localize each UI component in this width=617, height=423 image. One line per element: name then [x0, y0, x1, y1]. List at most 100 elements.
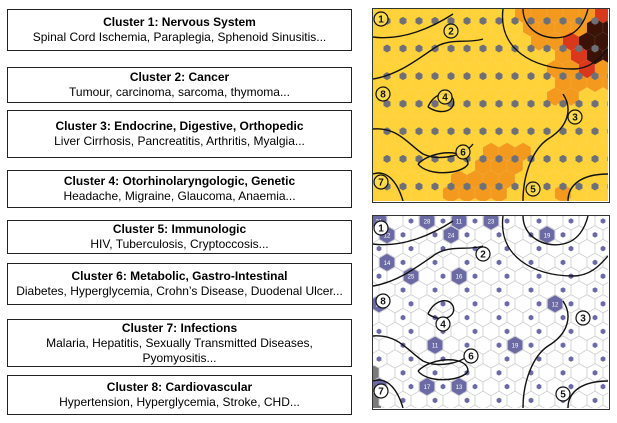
som-node — [543, 127, 551, 136]
hit-marker — [528, 314, 534, 321]
hit-marker — [408, 301, 414, 307]
cluster-terms: Malaria, Hepatitis, Sexually Transmitted… — [46, 335, 313, 365]
hit-marker — [472, 273, 478, 279]
hit-large-cell — [427, 336, 443, 354]
hit-marker — [600, 356, 606, 362]
cluster-title: Cluster 7: Infections — [121, 320, 238, 335]
hit-large-cell — [403, 267, 419, 285]
cluster-boundary — [373, 335, 474, 366]
cluster-number: 7 — [378, 387, 384, 398]
hit-marker — [464, 259, 470, 266]
cluster-number: 6 — [460, 148, 466, 159]
cluster-boundary — [501, 9, 608, 70]
som-node — [495, 72, 503, 81]
som-node — [495, 154, 503, 163]
som-node — [479, 72, 487, 81]
cluster-number-marker — [373, 383, 389, 399]
som-node — [431, 127, 439, 136]
som-node — [511, 72, 519, 81]
hit-marker — [560, 342, 566, 348]
som-node — [575, 99, 583, 108]
hit-marker — [600, 301, 606, 307]
som-node — [447, 127, 455, 136]
heat-cell — [602, 185, 608, 201]
heat-cell — [602, 19, 608, 36]
hit-marker — [496, 342, 502, 348]
som-node — [575, 72, 583, 81]
cluster-number: 2 — [448, 27, 454, 38]
hit-marker — [400, 397, 406, 404]
hit-marker — [432, 397, 438, 404]
cluster-boundary — [373, 38, 484, 80]
heat-cell — [602, 75, 608, 91]
cluster-boundary — [501, 216, 608, 277]
som-node — [543, 72, 551, 81]
hit-marker — [400, 287, 406, 293]
som-node — [607, 18, 608, 24]
cluster-number-marker — [443, 23, 459, 39]
heat-cell — [602, 130, 608, 147]
hit-marker — [504, 356, 510, 362]
cluster-number: 1 — [378, 224, 384, 235]
som-node — [479, 182, 487, 191]
cluster-number-marker — [373, 174, 389, 190]
cluster-number: 2 — [480, 250, 486, 261]
hit-marker — [560, 314, 566, 321]
som-node — [591, 99, 599, 108]
hit-marker — [400, 370, 406, 376]
hit-marker — [376, 273, 382, 279]
hit-marker — [560, 259, 566, 266]
hit-marker — [408, 245, 414, 252]
som-node — [383, 99, 391, 108]
hit-cell — [602, 337, 608, 354]
som-node — [431, 182, 439, 191]
som-node — [383, 154, 391, 163]
cluster-number: 4 — [440, 320, 446, 331]
cluster-number-marker — [375, 86, 391, 102]
cluster-title: Cluster 8: Cardiovascular — [106, 380, 253, 394]
hit-large-cell — [443, 226, 459, 244]
hit-cell — [602, 364, 608, 381]
cluster-number-marker — [373, 11, 389, 27]
hit-marker — [568, 218, 574, 224]
hit-marker — [496, 287, 502, 293]
cluster-boundary — [522, 9, 589, 39]
cluster-terms: Tumour, carcinoma, sarcoma, thymoma... — [69, 85, 290, 99]
hit-marker — [408, 383, 414, 390]
cluster-number: 6 — [468, 352, 474, 363]
hit-marker — [592, 342, 598, 348]
cluster-number-marker — [525, 181, 541, 197]
som-node — [479, 127, 487, 136]
som-node — [559, 154, 567, 163]
som-node — [575, 182, 583, 191]
hit-marker — [504, 218, 510, 224]
cluster-boundary — [522, 216, 589, 246]
hit-count: 19 — [512, 344, 519, 350]
hit-cell — [602, 282, 608, 298]
hit-marker — [592, 397, 598, 404]
hit-marker — [440, 301, 446, 307]
som-hit-map: 3128112319241214251626123317131119123456… — [372, 215, 610, 410]
som-node — [543, 16, 551, 25]
som-node — [591, 182, 599, 191]
hit-marker — [528, 259, 534, 266]
som-node — [415, 182, 423, 191]
hit-count: 12 — [552, 302, 559, 308]
hit-marker — [464, 232, 470, 238]
som-node — [399, 99, 407, 108]
som-node — [495, 44, 503, 53]
hit-large-cell — [419, 378, 435, 396]
hit-large-cell — [507, 336, 523, 354]
som-node — [527, 16, 535, 25]
cluster-title: Cluster 2: Cancer — [129, 70, 230, 84]
hit-marker — [496, 259, 502, 266]
hit-marker — [496, 314, 502, 321]
som-node — [527, 44, 535, 53]
hit-large-cell — [419, 216, 435, 230]
hit-marker — [536, 301, 542, 307]
hit-marker — [496, 370, 502, 376]
cluster-title: Cluster 6: Metabolic, Gastro-Intestinal — [71, 269, 288, 283]
som-node — [559, 182, 567, 191]
